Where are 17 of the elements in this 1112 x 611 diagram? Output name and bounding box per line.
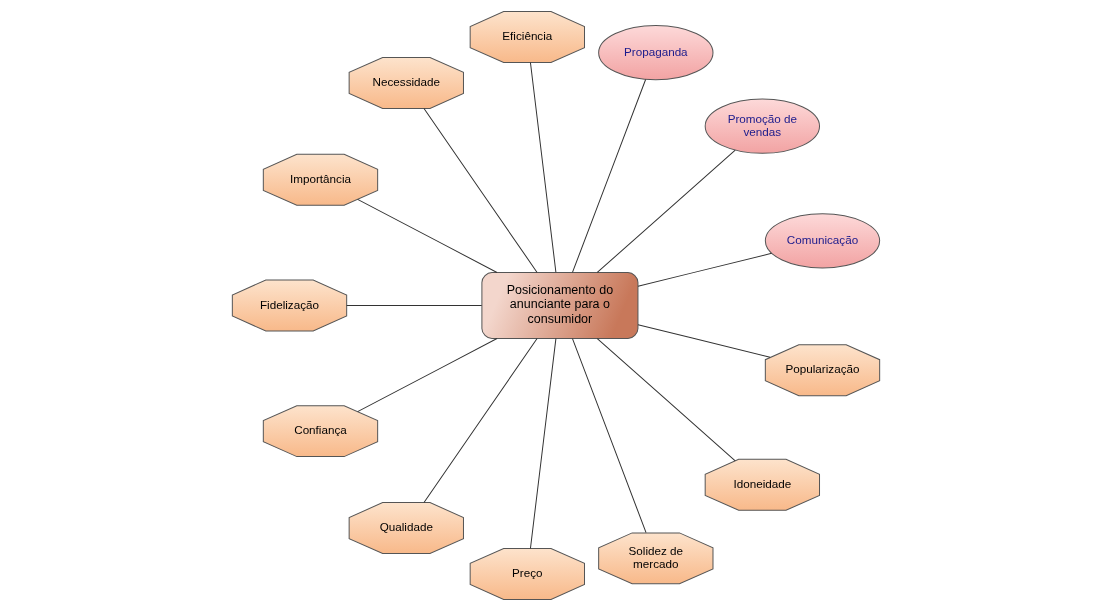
connector bbox=[423, 338, 538, 503]
connector bbox=[571, 79, 647, 273]
connector bbox=[346, 305, 483, 306]
connector bbox=[529, 62, 557, 273]
connector bbox=[357, 198, 498, 273]
connector bbox=[571, 338, 647, 534]
connector bbox=[529, 338, 557, 549]
node-ellipse: Propaganda bbox=[598, 25, 714, 81]
connector bbox=[596, 149, 736, 273]
connector bbox=[637, 252, 773, 287]
node-box: Posicionamento do anunciante para o consumidor bbox=[481, 272, 639, 339]
connector bbox=[596, 338, 736, 462]
node-ellipse: Promoção de vendas bbox=[704, 98, 820, 154]
connector bbox=[357, 338, 498, 413]
node-ellipse: Comunicação bbox=[764, 213, 881, 269]
connector bbox=[637, 324, 771, 358]
connector bbox=[423, 108, 538, 273]
